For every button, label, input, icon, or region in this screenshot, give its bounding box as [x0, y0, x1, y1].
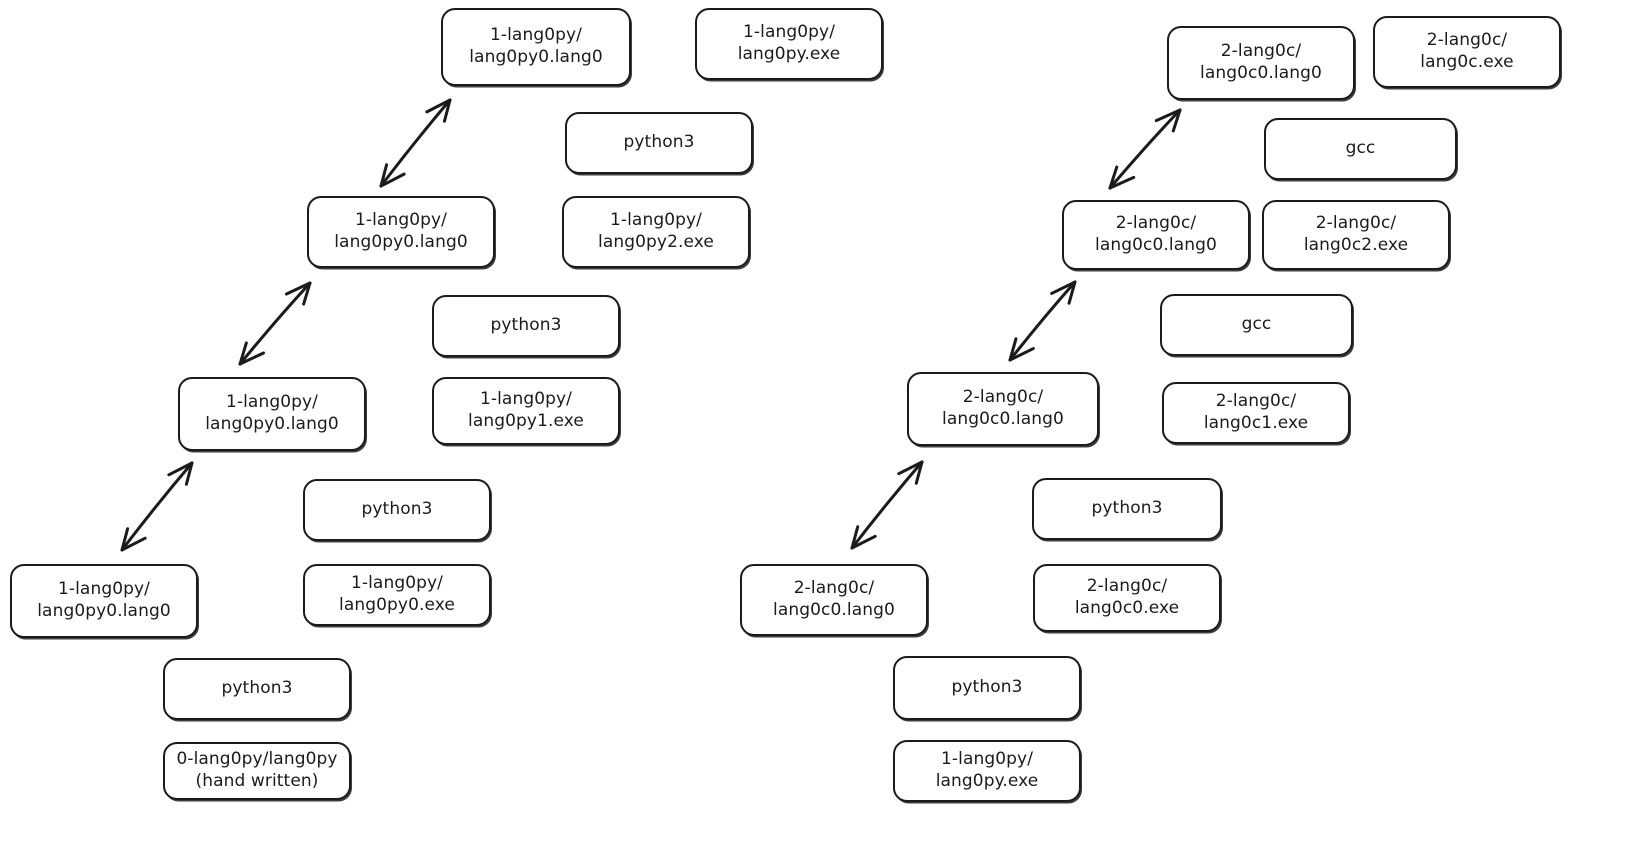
node-c-top-lang0[interactable]: 2-lang0c/ lang0c0.lang0 — [1167, 26, 1355, 100]
node-c-row3-lang0[interactable]: 2-lang0c/ lang0c0.lang0 — [1062, 200, 1250, 270]
node-label: gcc — [1345, 138, 1376, 159]
node-label: 1-lang0py/ lang0py0.lang0 — [205, 392, 339, 434]
node-label: 1-lang0py/ lang0py0.lang0 — [37, 579, 171, 621]
arrow-arrow-c-2 — [1008, 280, 1077, 362]
node-py-tool-3[interactable]: python3 — [565, 112, 753, 174]
node-label: 1-lang0py/ lang0py1.exe — [468, 389, 584, 431]
node-label: 1-lang0py/ lang0py2.exe — [598, 210, 714, 252]
node-py-row2-lang0[interactable]: 1-lang0py/ lang0py0.lang0 — [178, 377, 366, 451]
node-label: gcc — [1241, 314, 1272, 335]
node-c-tool-py-0[interactable]: python3 — [893, 656, 1081, 720]
node-py-tool-1[interactable]: python3 — [303, 479, 491, 541]
node-label: 0-lang0py/lang0py (hand written) — [176, 749, 338, 791]
node-label: 2-lang0c/ lang0c.exe — [1420, 30, 1514, 72]
node-c-row3-exe[interactable]: 2-lang0c/ lang0c2.exe — [1262, 200, 1450, 270]
node-label: 2-lang0c/ lang0c0.lang0 — [1200, 41, 1322, 83]
node-label: 1-lang0py/ lang0py0.lang0 — [469, 25, 603, 67]
node-label: python3 — [490, 315, 562, 336]
node-py-top-lang0[interactable]: 1-lang0py/ lang0py0.lang0 — [441, 8, 631, 86]
node-c-top-exe[interactable]: 2-lang0c/ lang0c.exe — [1373, 16, 1561, 88]
node-py-tool-2[interactable]: python3 — [432, 295, 620, 357]
node-c-tool-gcc-2[interactable]: gcc — [1264, 118, 1457, 180]
node-label: 1-lang0py/ lang0py.exe — [737, 22, 841, 64]
node-label: python3 — [1091, 498, 1163, 519]
node-c-tool-gcc-1[interactable]: gcc — [1160, 294, 1353, 356]
node-label: 2-lang0c/ lang0c0.lang0 — [1095, 213, 1217, 255]
node-py-tool-0[interactable]: python3 — [163, 658, 351, 720]
node-c-bootstrap-exe[interactable]: 1-lang0py/ lang0py.exe — [893, 740, 1081, 802]
node-py-row3-lang0[interactable]: 1-lang0py/ lang0py0.lang0 — [307, 196, 495, 268]
arrow-arrow-py-1 — [120, 461, 194, 552]
node-c-tool-py-1[interactable]: python3 — [1032, 478, 1222, 540]
node-label: 2-lang0c/ lang0c0.exe — [1074, 576, 1180, 618]
node-py-row1-exe[interactable]: 1-lang0py/ lang0py0.exe — [303, 564, 491, 626]
node-py-hand-written[interactable]: 0-lang0py/lang0py (hand written) — [163, 742, 351, 800]
arrow-arrow-c-1 — [850, 460, 924, 550]
node-c-row1-lang0[interactable]: 2-lang0c/ lang0c0.lang0 — [740, 564, 928, 636]
node-label: 2-lang0c/ lang0c1.exe — [1203, 391, 1309, 433]
node-label: 1-lang0py/ lang0py0.exe — [339, 573, 455, 615]
node-py-row1-lang0[interactable]: 1-lang0py/ lang0py0.lang0 — [10, 564, 198, 638]
node-c-row2-exe[interactable]: 2-lang0c/ lang0c1.exe — [1162, 382, 1350, 444]
arrow-arrow-py-3 — [379, 98, 452, 188]
node-c-row2-lang0[interactable]: 2-lang0c/ lang0c0.lang0 — [907, 372, 1099, 446]
node-label: 2-lang0c/ lang0c0.lang0 — [942, 387, 1064, 429]
node-label: python3 — [623, 132, 695, 153]
arrow-arrow-py-2 — [238, 281, 312, 366]
node-label: 1-lang0py/ lang0py0.lang0 — [334, 210, 468, 252]
node-c-row1-exe[interactable]: 2-lang0c/ lang0c0.exe — [1033, 564, 1221, 632]
node-label: 2-lang0c/ lang0c2.exe — [1303, 213, 1409, 255]
node-label: python3 — [361, 499, 433, 520]
node-py-row3-exe[interactable]: 1-lang0py/ lang0py2.exe — [562, 196, 750, 268]
node-py-top-exe[interactable]: 1-lang0py/ lang0py.exe — [695, 8, 883, 80]
node-py-row2-exe[interactable]: 1-lang0py/ lang0py1.exe — [432, 377, 620, 445]
node-label: python3 — [951, 677, 1023, 698]
node-label: 2-lang0c/ lang0c0.lang0 — [773, 578, 895, 620]
arrow-arrow-c-3 — [1108, 108, 1182, 190]
node-label: 1-lang0py/ lang0py.exe — [935, 749, 1039, 791]
node-label: python3 — [221, 678, 293, 699]
